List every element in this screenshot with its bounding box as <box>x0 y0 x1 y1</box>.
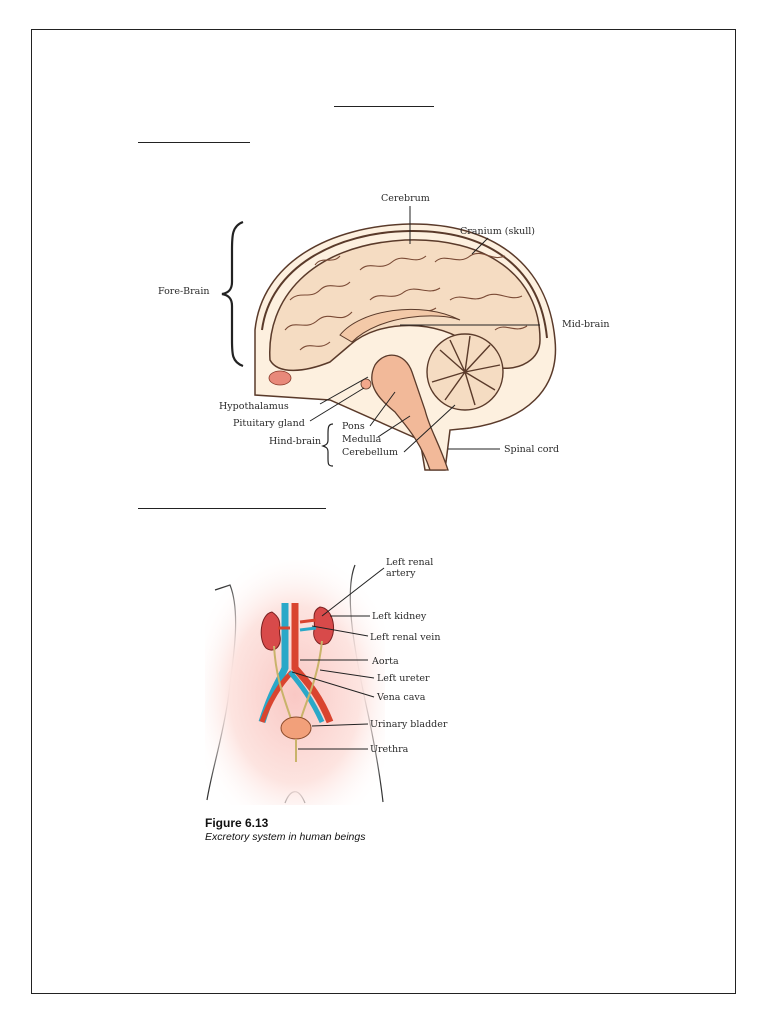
excretory-leader-lines <box>291 567 385 750</box>
urinary-bladder <box>280 716 312 740</box>
label-left-renal-artery-1: Left renal <box>386 557 434 568</box>
pituitary-gland <box>360 378 372 390</box>
ureter-right <box>273 645 293 723</box>
ureter-left <box>299 640 323 723</box>
label-cerebrum: Cerebrum <box>381 193 430 204</box>
title-rule <box>334 106 434 107</box>
iliac-left <box>259 670 294 723</box>
corpus-callosum <box>339 308 461 343</box>
hind-brain-brace <box>321 423 334 467</box>
section-rule-2 <box>138 508 326 509</box>
label-vena-cava: Vena cava <box>377 692 426 703</box>
label-urinary-bladder: Urinary bladder <box>370 719 448 730</box>
label-medulla: Medulla <box>342 434 382 445</box>
label-spinal-cord: Spinal cord <box>504 444 560 455</box>
fore-brain-brace <box>221 220 244 368</box>
label-fore-brain: Fore-Brain <box>158 286 210 297</box>
cerebellum-shape <box>426 333 504 411</box>
body-glow <box>205 560 385 805</box>
label-cranium: Cranium (skull) <box>460 226 536 237</box>
section-rule-1 <box>138 142 250 143</box>
label-mid-brain: Mid-brain <box>562 319 610 330</box>
label-left-renal-artery-2: artery <box>386 568 416 579</box>
cerebrum-folds <box>284 252 528 351</box>
figure-caption: Excretory system in human beings <box>205 831 366 843</box>
label-urethra: Urethra <box>370 744 409 755</box>
kidney-left <box>313 606 335 645</box>
label-left-renal-vein: Left renal vein <box>370 632 441 643</box>
label-aorta: Aorta <box>372 656 399 667</box>
label-pons: Pons <box>342 421 365 432</box>
nasal-cavity <box>268 370 292 386</box>
aorta <box>291 603 334 724</box>
label-hind-brain: Hind-brain <box>269 436 322 447</box>
label-hypothalamus: Hypothalamus <box>219 401 289 412</box>
iliac-right <box>288 670 325 724</box>
kidney-right <box>260 611 281 651</box>
label-cerebellum: Cerebellum <box>342 447 398 458</box>
figure-number: Figure 6.13 <box>205 816 269 830</box>
page-border <box>31 29 736 994</box>
label-left-kidney: Left kidney <box>372 611 427 622</box>
label-pituitary: Pituitary gland <box>233 418 305 429</box>
label-left-ureter: Left ureter <box>377 673 430 684</box>
brain-leader-lines <box>309 206 540 453</box>
